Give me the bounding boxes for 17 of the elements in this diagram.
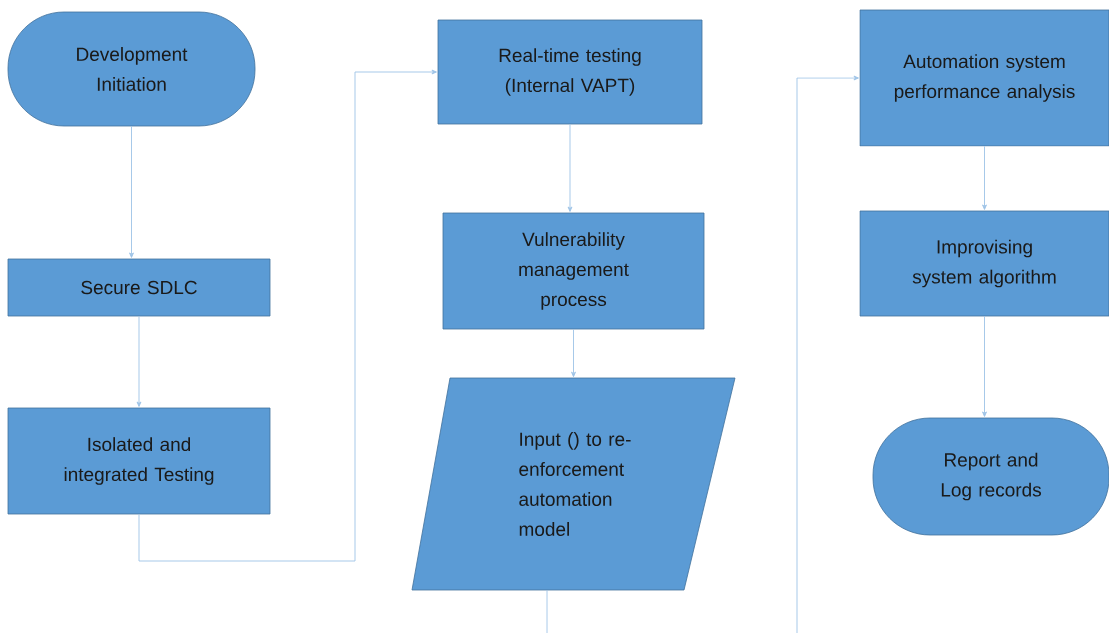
arrow [567,123,573,212]
terminal-box: Development Initiation [7,11,256,127]
process-box: Secure SDLC [7,258,271,317]
arrow [136,315,142,407]
process-box: Isolated and integrated Testing [7,407,271,515]
process-box: Improvising system algorithm [859,210,1109,317]
process-box: Automation system performance analysis [859,9,1109,147]
process-box: Real-time testing (Internal VAPT) [437,19,703,125]
input-parallelogram: Input () to re-enforcement automation model [411,377,736,591]
arrow [982,315,987,417]
process-box: Vulnerability management process [442,212,705,330]
arrow [571,328,576,378]
arrow [546,75,859,633]
arrow [129,125,134,258]
arrow [982,145,987,210]
terminal-box: Report and Log records [872,417,1109,536]
arrow [138,69,437,562]
